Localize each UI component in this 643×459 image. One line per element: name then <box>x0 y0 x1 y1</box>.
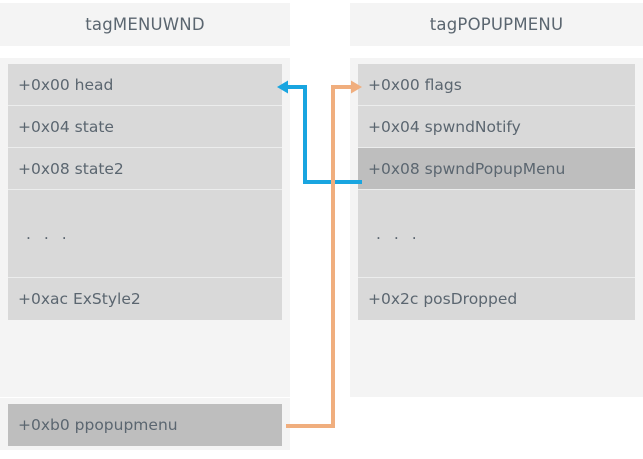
field-label: +0x04 spwndNotify <box>368 117 521 136</box>
field-row[interactable]: +0x00 flags <box>358 64 635 106</box>
field-row-spwndpopupmenu[interactable]: +0x08 spwndPopupMenu <box>358 148 635 190</box>
struct-title-tagpopupmenu: tagPOPUPMENU <box>429 15 564 34</box>
field-row[interactable]: +0xac ExStyle2 <box>8 278 282 320</box>
field-label: +0xb0 ppopupmenu <box>18 416 178 434</box>
field-label: +0x00 flags <box>368 75 462 94</box>
struct-fields-tagpopupmenu: +0x00 flags +0x04 spwndNotify +0x08 spwn… <box>350 58 643 397</box>
field-label: +0x08 state2 <box>18 159 124 178</box>
struct-header-tagpopupmenu: tagPOPUPMENU <box>350 3 643 46</box>
struct-title-tagmenuwnd: tagMENUWND <box>85 15 205 34</box>
field-label: +0x2c posDropped <box>368 290 518 308</box>
struct-header-tagmenuwnd: tagMENUWND <box>0 3 290 46</box>
struct-fields-tagmenuwnd: +0x00 head +0x04 state +0x08 state2 . . … <box>0 58 290 397</box>
field-label: +0x04 state <box>18 117 114 136</box>
field-row[interactable]: +0x2c posDropped <box>358 278 635 320</box>
field-row-ppopupmenu[interactable]: +0xb0 ppopupmenu <box>8 404 282 446</box>
field-row[interactable]: +0x00 head <box>8 64 282 106</box>
field-row-ellipsis: . . . <box>358 190 635 278</box>
field-label: +0x08 spwndPopupMenu <box>368 159 566 178</box>
field-label: +0xac ExStyle2 <box>18 290 141 308</box>
field-row[interactable]: +0x04 state <box>8 106 282 148</box>
struct-detached-field-tagmenuwnd: +0xb0 ppopupmenu <box>0 398 290 450</box>
field-row[interactable]: +0x08 state2 <box>8 148 282 190</box>
field-label: +0x00 head <box>18 75 114 94</box>
field-row-ellipsis: . . . <box>8 190 282 278</box>
connector-line-orange <box>286 85 351 428</box>
field-label: . . . <box>376 224 421 243</box>
field-label: . . . <box>26 224 71 243</box>
field-row[interactable]: +0x04 spwndNotify <box>358 106 635 148</box>
